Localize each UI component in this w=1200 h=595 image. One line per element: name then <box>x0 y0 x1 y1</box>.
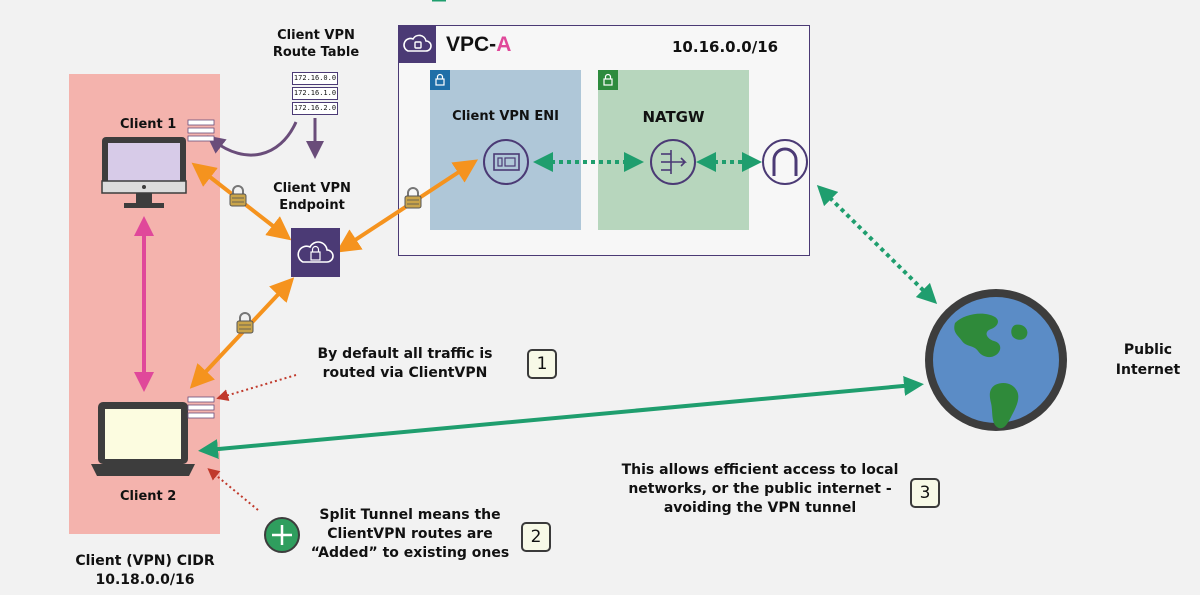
eni-label: Client VPN ENI <box>452 109 559 124</box>
vpc-name-suffix: A <box>496 33 512 56</box>
route-table: 172.16.0.0 172.16.1.0 172.16.2.0 <box>292 72 338 115</box>
client-cidr-value: 10.18.0.0/16 <box>95 572 195 588</box>
note-3-text: This allows efficient access to local ne… <box>621 462 899 516</box>
route-entry: 172.16.2.0 <box>292 102 338 115</box>
client-1-label: Client 1 <box>120 117 177 132</box>
note-2-text: Split Tunnel means the ClientVPN routes … <box>310 507 510 561</box>
route-to-client1-arrow <box>206 121 298 157</box>
note-3-badge: 3 <box>910 478 940 508</box>
natgw-label: NATGW <box>642 108 705 126</box>
subnet-lock-icon <box>598 70 618 90</box>
padlock-icon <box>404 187 422 209</box>
route-entry: 172.16.1.0 <box>292 87 338 100</box>
client-1-route-mini-icon <box>187 119 215 142</box>
client-2-route-mini-icon <box>187 396 215 419</box>
plus-icon <box>264 517 300 553</box>
route-entry: 172.16.0.0 <box>292 72 338 85</box>
igw-to-internet-arrow <box>816 184 938 305</box>
client-2-laptop-icon <box>91 402 195 476</box>
natgw-subnet <box>598 70 749 230</box>
route-table-title: Client VPN Route Table <box>272 28 360 60</box>
client-2-label: Client 2 <box>120 489 177 504</box>
padlock-icon <box>229 185 247 207</box>
vpc-cidr: 10.16.0.0/16 <box>672 38 779 56</box>
nat-gateway-icon <box>650 139 696 185</box>
client2-to-internet-arrow <box>198 375 924 460</box>
endpoint-label: Client VPN Endpoint <box>273 181 351 213</box>
client-vpn-endpoint-icon <box>291 228 340 277</box>
note-2-badge: 2 <box>521 522 551 552</box>
note-1-pointer <box>216 374 297 402</box>
globe-icon <box>925 289 1067 431</box>
client-cidr-label: Client (VPN) CIDR 10.18.0.0/16 <box>60 552 230 590</box>
internet-gateway-icon <box>762 139 808 185</box>
public-internet-label: Public Internet <box>1115 342 1181 378</box>
note-2-pointer <box>207 468 259 511</box>
vpc-cloud-icon <box>398 25 436 63</box>
vpc-name-prefix: VPC- <box>446 33 497 56</box>
padlock-icon <box>236 312 254 334</box>
subnet-lock-icon <box>430 70 450 90</box>
client-1-desktop-icon <box>101 137 187 208</box>
client-cidr-title: Client (VPN) CIDR <box>75 553 215 569</box>
eni-icon <box>483 139 529 185</box>
vpc-title: VPC-A <box>446 33 511 57</box>
